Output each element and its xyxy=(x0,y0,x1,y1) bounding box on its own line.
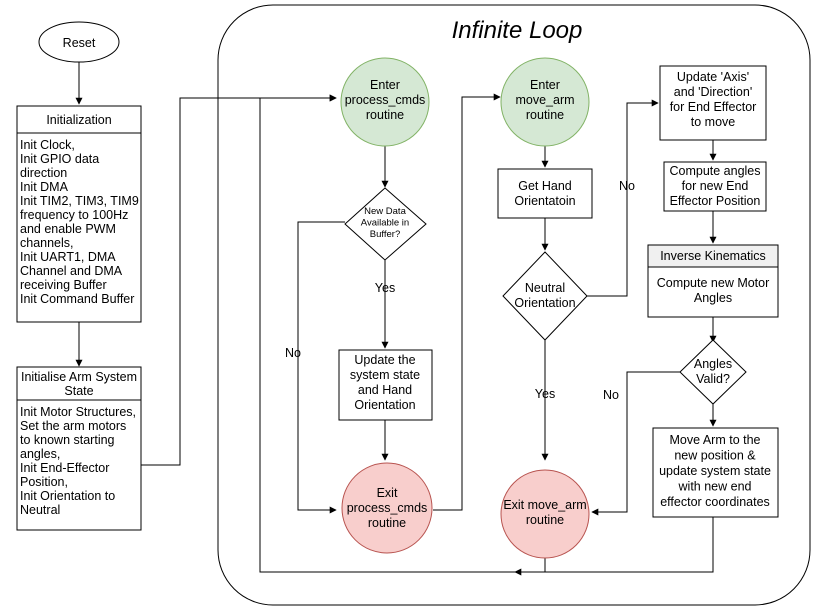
update-state-box xyxy=(338,349,433,421)
exit-process-to-enter-move-arrow xyxy=(433,93,501,511)
enter-move-arm-node xyxy=(500,57,590,147)
update-axis-label: Update 'Axis'and 'Direction'for End Effe… xyxy=(670,70,757,129)
reset-node xyxy=(38,21,120,63)
exit-process-cmds-node xyxy=(341,462,433,554)
neutral-yes-label: Yes xyxy=(535,387,555,401)
init-arm-body: Init Motor Structures,Set the arm motors… xyxy=(20,405,136,517)
initialization-header: Initialization xyxy=(46,113,111,127)
enter-process-cmds-node xyxy=(340,57,430,147)
get-hand-orientation-box xyxy=(497,168,593,219)
neutral-no-label: No xyxy=(619,179,635,193)
new-data-decision xyxy=(344,187,427,261)
compute-angles-box xyxy=(663,161,767,212)
angles-no-label: No xyxy=(603,388,619,402)
reset-label: Reset xyxy=(63,36,96,50)
new-data-no-label: No xyxy=(285,346,301,360)
initialization-box xyxy=(16,105,142,323)
connectors xyxy=(75,62,717,576)
arm-to-enter-process-arrow xyxy=(141,94,337,466)
loop-back-arrow xyxy=(259,94,546,573)
inverse-kinematics-header: Inverse Kinematics xyxy=(660,249,766,263)
exit-move-arm-node xyxy=(500,469,590,559)
init-arm-box xyxy=(16,366,142,531)
update-axis-box xyxy=(659,65,767,141)
angles-valid-decision xyxy=(679,339,747,405)
loop-title: Infinite Loop xyxy=(452,17,583,44)
valid-no-arrow xyxy=(591,371,680,516)
move-arm-box xyxy=(652,427,779,518)
move-return-arrow xyxy=(514,517,714,576)
inverse-kinematics-header-bg xyxy=(647,244,779,268)
new-data-yes-label: Yes xyxy=(375,281,395,295)
newdata-no-arrow xyxy=(297,221,345,514)
neutral-no-arrow xyxy=(587,99,659,297)
neutral-orientation-decision xyxy=(502,251,588,341)
